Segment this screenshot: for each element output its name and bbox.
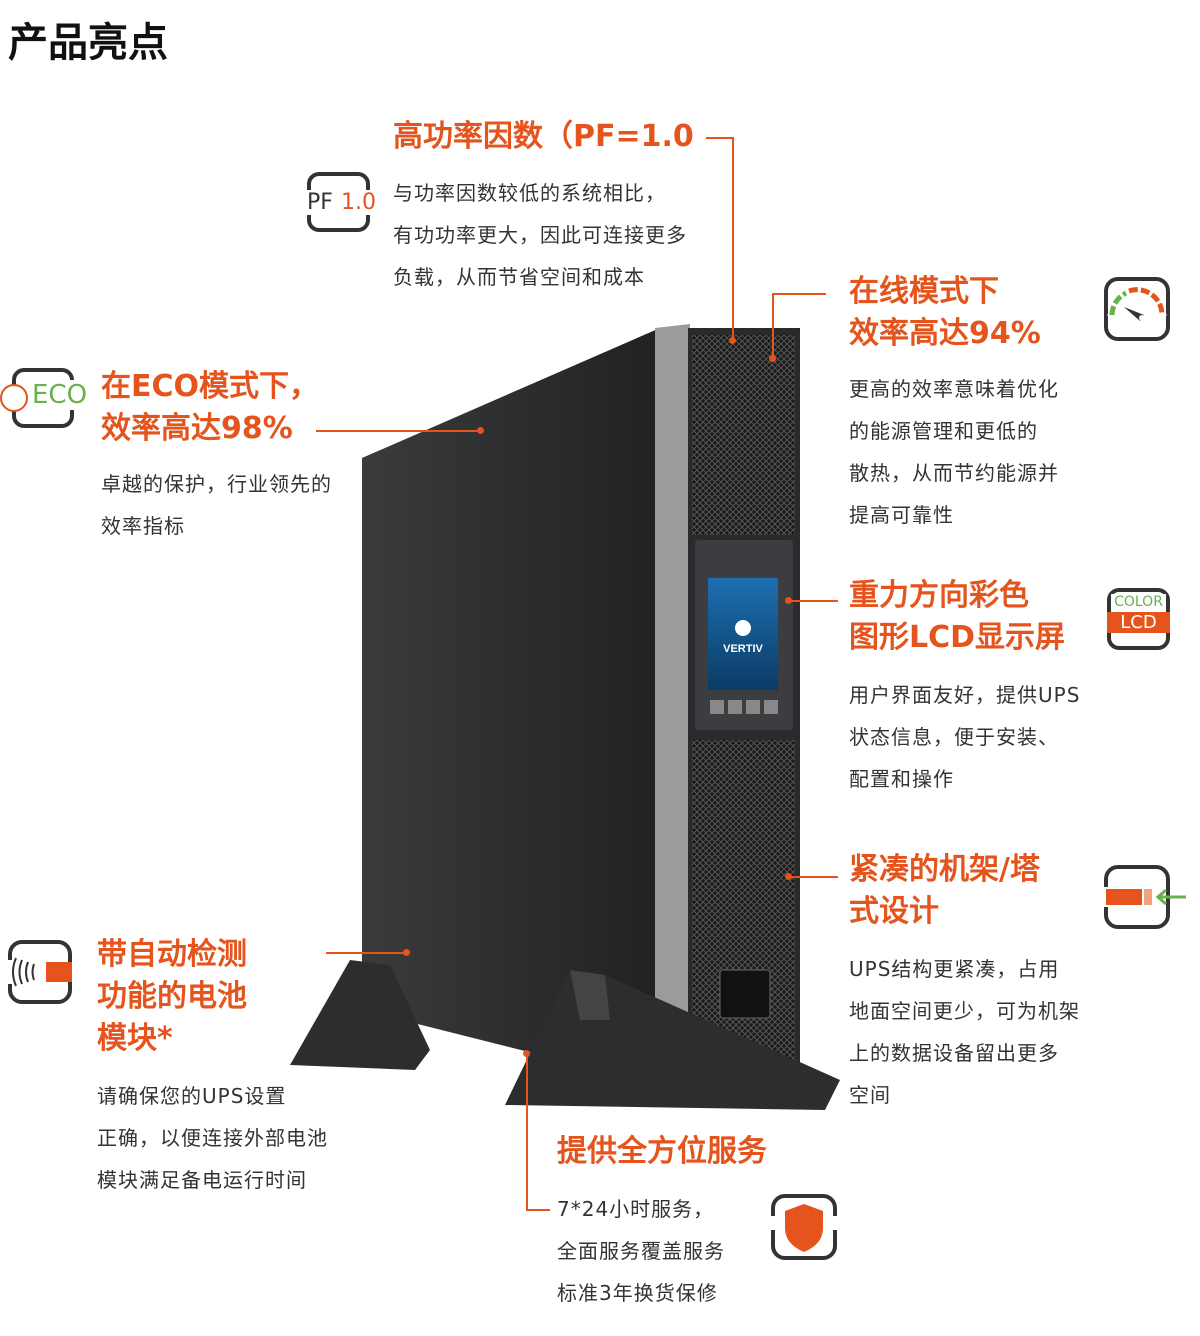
service-line-1: 7*24小时服务， (557, 1197, 715, 1221)
eco-line-1: 卓越的保护，行业领先的 (101, 472, 332, 496)
battery-heading-3: 模块* (97, 1021, 173, 1056)
color-lcd-icon: COLOR LCD (1107, 588, 1170, 650)
lcd-line-1: 用户界面友好，提供UPS (849, 683, 1081, 707)
lcd-line-3: 配置和操作 (849, 767, 954, 791)
compact-line-1: UPS结构更紧凑，占用 (849, 957, 1060, 981)
compact-heading-2: 式设计 (849, 894, 939, 929)
online-heading-2: 效率高达94% (849, 316, 1041, 351)
online-heading-1: 在线模式下 (849, 274, 999, 309)
lcd-line-2: 状态信息，便于安装、 (849, 725, 1059, 749)
pf-line-2: 有功功率更大，因此可连接更多 (393, 223, 687, 247)
online-line-1: 更高的效率意味着优化 (849, 377, 1059, 401)
online-line-4: 提高可靠性 (849, 503, 954, 527)
service-line-3: 标准3年换货保修 (557, 1281, 718, 1305)
gauge-icon (1104, 277, 1170, 341)
pf-heading: 高功率因数（PF=1.0 (393, 119, 694, 154)
compact-heading-1: 紧凑的机架/塔 (849, 852, 1040, 887)
compact-line-3: 上的数据设备留出更多 (849, 1041, 1059, 1065)
shield-icon (771, 1194, 837, 1260)
battery-line-2: 正确，以便连接外部电池 (97, 1126, 328, 1150)
battery-line-1: 请确保您的UPS设置 (97, 1084, 287, 1108)
pf-icon: PF 1.0 (307, 172, 376, 232)
screen-brand: VERTIV (723, 643, 763, 655)
battery-line-3: 模块满足备电运行时间 (97, 1168, 307, 1192)
lcd-heading-2: 图形LCD显示屏 (849, 620, 1066, 655)
eco-heading-1: 在ECO模式下， (101, 369, 320, 404)
pf-line-3: 负载，从而节省空间和成本 (393, 265, 645, 289)
lcd-heading-1: 重力方向彩色 (849, 578, 1029, 613)
pf-line-1: 与功率因数较低的系统相比， (393, 181, 666, 205)
service-line-2: 全面服务覆盖服务 (557, 1239, 725, 1263)
compact-line-2: 地面空间更少，可为机架 (849, 999, 1080, 1023)
eco-heading-2: 效率高达98% (101, 411, 293, 446)
online-line-3: 散热，从而节约能源并 (849, 461, 1059, 485)
battery-heading-1: 带自动检测 (97, 937, 247, 972)
service-heading: 提供全方位服务 (557, 1134, 767, 1169)
page-title: 产品亮点 (8, 20, 168, 66)
compact-line-4: 空间 (849, 1083, 891, 1107)
battery-heading-2: 功能的电池 (97, 979, 247, 1014)
battery-detect-icon (6, 940, 72, 1004)
online-line-2: 的能源管理和更低的 (849, 419, 1038, 443)
ups-product-image: VERTIV (290, 324, 840, 1110)
eco-fan-icon: ECO (0, 368, 88, 428)
rack-insert-icon (1104, 865, 1186, 929)
eco-line-2: 效率指标 (101, 514, 185, 538)
